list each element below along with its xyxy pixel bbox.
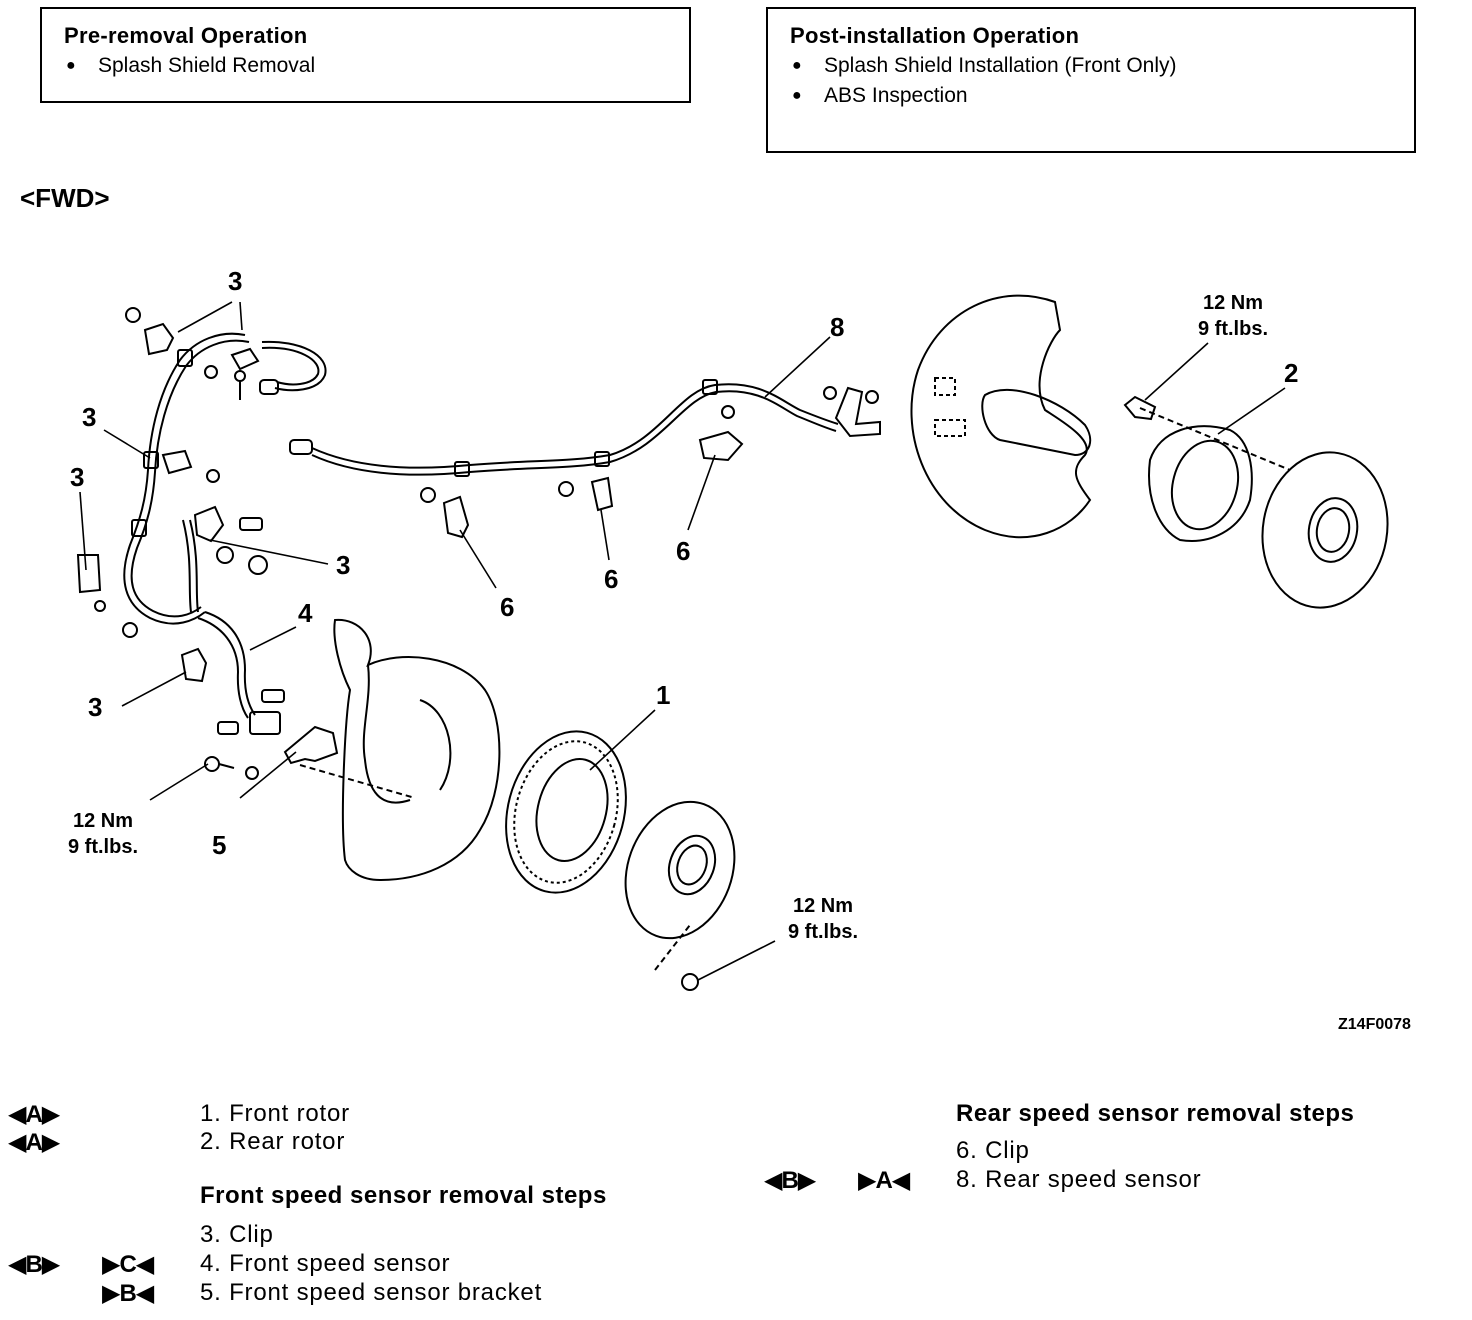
removal-marker-a: ◀A▶	[8, 1101, 60, 1128]
pre-removal-box: Pre-removal Operation Splash Shield Remo…	[40, 7, 691, 103]
removal-marker-a: ◀A▶	[8, 1129, 60, 1156]
callout-4: 4	[298, 598, 313, 628]
callout-3: 3	[70, 462, 85, 492]
rear-step: 6. Clip	[956, 1137, 1030, 1164]
torque-nm: 12 Nm	[1202, 292, 1264, 314]
post-installation-item: Splash Shield Installation (Front Only)	[790, 51, 1414, 81]
removal-marker-b: ◀B▶	[764, 1167, 816, 1194]
front-hub	[624, 800, 736, 991]
install-marker-a: ▶A◀	[858, 1167, 910, 1194]
post-installation-item: ABS Inspection	[790, 81, 1414, 111]
front-steps-title: Front speed sensor removal steps	[200, 1182, 607, 1209]
removal-marker-b: ◀B▶	[8, 1251, 60, 1278]
front-clips	[76, 307, 285, 780]
front-step: 5. Front speed sensor bracket	[200, 1279, 543, 1306]
parts-item: 2. Rear rotor	[200, 1128, 346, 1155]
torque-spec-rear-rotor: 12 Nm 9 ft.lbs.	[1198, 290, 1268, 342]
torque-ft: 9 ft.lbs.	[1198, 318, 1269, 340]
rear-rotor	[1123, 395, 1291, 542]
install-marker-c: ▶C◀	[102, 1251, 154, 1278]
install-marker-b: ▶B◀	[102, 1280, 154, 1307]
front-knuckle-splash-shield	[299, 618, 501, 882]
post-installation-title: Post-installation Operation	[790, 23, 1080, 48]
callout-5: 5	[212, 830, 227, 860]
front-speed-sensor-harness	[123, 332, 327, 735]
callout-3: 3	[228, 266, 243, 296]
torque-nm: 12 Nm	[72, 810, 134, 832]
callout-2: 2	[1284, 358, 1299, 388]
callout-3: 3	[336, 550, 351, 580]
rear-steps-title: Rear speed sensor removal steps	[956, 1100, 1355, 1127]
torque-spec-front-bracket: 12 Nm 9 ft.lbs.	[68, 808, 138, 860]
torque-ft: 9 ft.lbs.	[68, 836, 139, 858]
torque-spec-front-hub: 12 Nm 9 ft.lbs.	[788, 893, 858, 945]
rear-clips	[420, 386, 879, 539]
callout-8: 8	[830, 312, 845, 342]
front-rotor	[505, 730, 627, 894]
rear-hub	[1261, 451, 1389, 609]
pre-removal-item: Splash Shield Removal	[64, 51, 689, 81]
front-step: 3. Clip	[200, 1221, 274, 1248]
rear-backing-plate	[910, 294, 1092, 539]
torque-ft: 9 ft.lbs.	[788, 921, 859, 943]
front-step: 4. Front speed sensor	[200, 1250, 451, 1277]
callout-3: 3	[88, 692, 103, 722]
callout-6: 6	[604, 564, 619, 594]
rear-speed-sensor-harness	[289, 379, 881, 477]
figure-id: Z14F0078	[1338, 1016, 1411, 1033]
fwd-label: <FWD>	[20, 183, 110, 213]
post-installation-box: Post-installation Operation Splash Shiel…	[766, 7, 1416, 153]
parts-item: 1. Front rotor	[200, 1100, 350, 1127]
callout-6: 6	[500, 592, 515, 622]
callout-1: 1	[656, 680, 671, 710]
front-sensor-bracket	[283, 725, 339, 765]
leader-lines	[79, 301, 1286, 981]
torque-nm: 12 Nm	[792, 895, 854, 917]
callout-6: 6	[676, 536, 691, 566]
callout-3: 3	[82, 402, 97, 432]
rear-step: 8. Rear speed sensor	[956, 1166, 1202, 1193]
pre-removal-title: Pre-removal Operation	[64, 23, 308, 48]
